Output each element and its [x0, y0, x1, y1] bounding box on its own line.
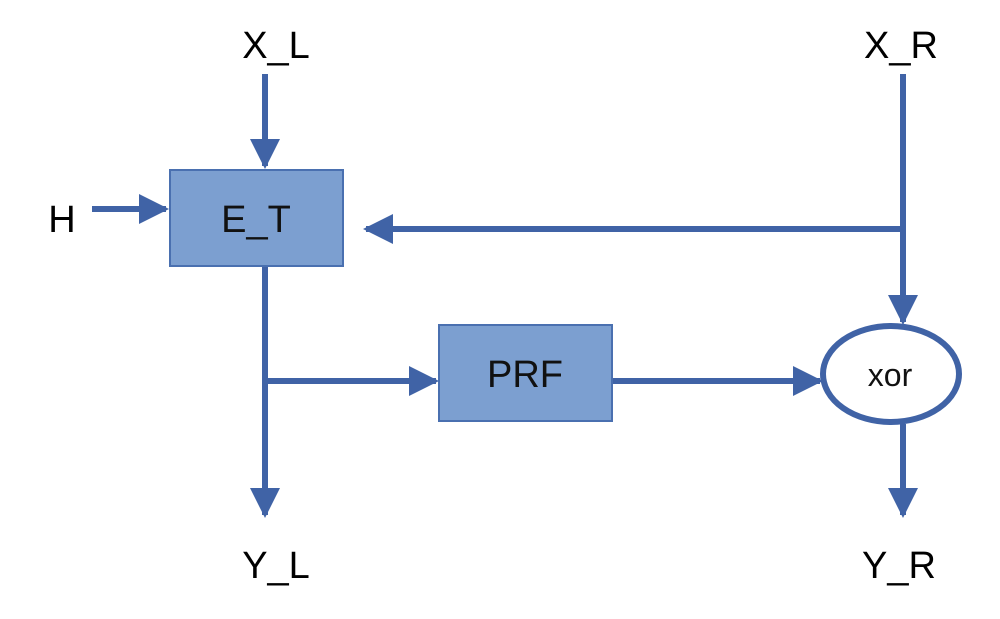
xor-oval — [820, 323, 962, 425]
prf-block: PRF — [438, 324, 613, 422]
et-label: E_T — [221, 199, 291, 241]
prf-box — [438, 324, 613, 422]
et-block: E_T — [169, 169, 344, 267]
output-yr-label: Y_R — [862, 545, 936, 587]
output-yl-label: Y_L — [242, 545, 310, 587]
prf-label: PRF — [487, 354, 563, 396]
et-box — [169, 169, 344, 267]
xor-label: xor — [868, 357, 913, 393]
input-h-label: H — [48, 199, 75, 241]
input-xr-label: X_R — [864, 25, 938, 67]
input-xl-label: X_L — [242, 25, 310, 67]
xor-node: xor — [820, 323, 962, 425]
